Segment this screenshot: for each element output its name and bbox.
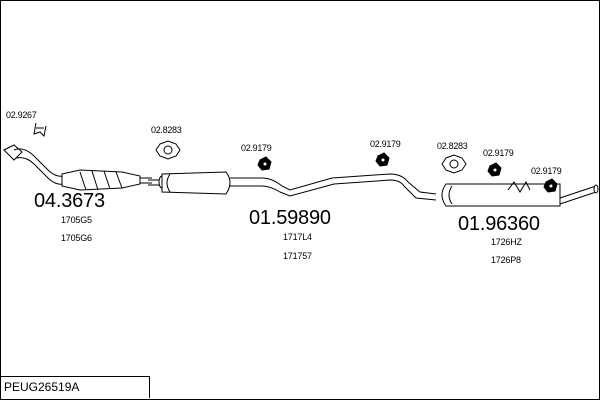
part-number-front-pipe: 04.3673 [34,190,105,212]
tailpipe [559,185,597,205]
part-ref: 1726HZ [491,237,522,247]
part-ref: 171757 [283,251,312,261]
middle-silencer-drawing [148,171,437,201]
accessory-number: 02.9179 [531,166,562,176]
rear-silencer-drawing [441,180,599,207]
accessory-number: 02.8283 [437,141,468,151]
accessory-number: 02.9179 [370,139,401,149]
rubber-mount-icon [487,162,502,177]
accessory-number: 02.9179 [483,148,514,158]
front-pipe-tube-lower [15,157,67,185]
hanger-bracket-icon [33,122,47,138]
rubber-mount-icon [543,178,558,193]
diagram-code-box: PEUG26519A [0,376,150,398]
diagram-code: PEUG26519A [4,380,80,394]
accessory-number: 02.9267 [6,110,37,120]
middle-silencer-cap [166,173,171,193]
gasket-icon [155,140,181,160]
part-number-middle-silencer: 01.59890 [249,207,331,229]
part-ref: 1726P8 [491,255,521,265]
front-pipe-drawing [3,144,152,191]
rubber-mount-icon [257,156,272,171]
front-pipe-tube [13,148,67,177]
rear-silencer-body [441,183,561,207]
rubber-mount-icon [375,152,390,167]
catalyst-outlet [140,177,152,184]
accessory-number: 02.8283 [151,125,182,135]
catalyst-ribs [79,170,123,191]
rear-silencer-cap [448,185,453,205]
gasket-icon [441,154,467,174]
part-number-rear-silencer: 01.96360 [458,213,540,235]
accessory-number: 02.9179 [241,143,272,153]
middle-outlet-pipe [230,173,437,201]
tailpipe-end [593,184,599,194]
catalyst-body [61,169,141,191]
part-ref: 1717L4 [283,232,312,242]
part-ref: 1705G5 [61,215,92,225]
middle-silencer-body [161,171,231,195]
rear-silencer-hanger [507,180,531,193]
part-ref: 1705G6 [61,233,92,243]
accessory-icons [33,122,558,193]
